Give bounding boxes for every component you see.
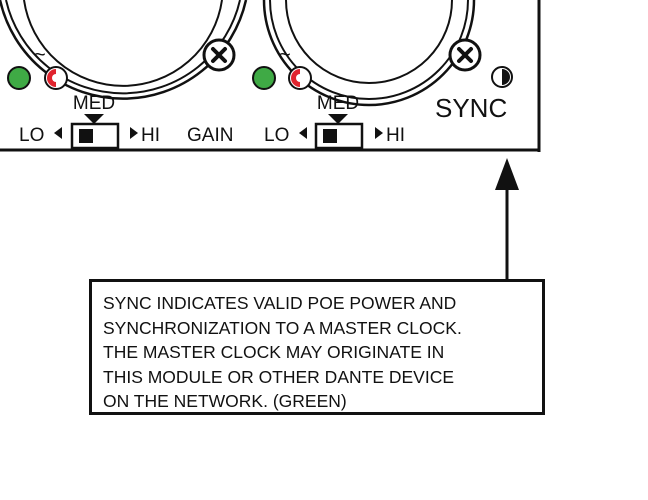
med-label-2: MED — [317, 93, 359, 114]
sync-callout-box: SYNC INDICATES VALID POE POWER AND SYNCH… — [89, 279, 545, 415]
callout-arrow-icon — [495, 158, 519, 279]
gain-switch-2-knob — [323, 129, 337, 143]
clip-led-2-icon — [288, 66, 312, 90]
connector-2 — [262, 0, 476, 107]
gain-switch-1-knob — [79, 129, 93, 143]
screw-1-icon — [202, 38, 236, 72]
lo-label-2: LO — [264, 125, 289, 146]
hi-arrow-1-icon — [130, 127, 138, 139]
screw-2-icon — [448, 38, 482, 72]
callout-line-5: ON THE NETWORK. (GREEN) — [103, 391, 347, 411]
med-label-1: MED — [73, 93, 115, 114]
gain-switch-1[interactable] — [70, 122, 120, 150]
hi-arrow-2-icon — [375, 127, 383, 139]
connector-2-inner-ring — [285, 0, 453, 84]
channel-1-controls: ~ MED LO HI — [7, 44, 160, 150]
lo-arrow-1-icon — [54, 127, 62, 139]
callout-line-2: SYNCHRONIZATION TO A MASTER CLOCK. — [103, 317, 462, 338]
med-marker-2-icon — [328, 114, 348, 124]
panel-outline — [0, 0, 541, 152]
med-marker-1-icon — [84, 114, 104, 124]
callout-line-4: THIS MODULE OR OTHER DANTE DEVICE — [103, 366, 455, 387]
signal-symbol-1: ~ — [34, 44, 46, 66]
connector-2-outer-ring — [262, 0, 476, 107]
gain-label: GAIN — [187, 125, 233, 146]
hi-label-2: HI — [386, 125, 405, 146]
clip-led-1-icon — [44, 66, 68, 90]
lo-arrow-2-icon — [299, 127, 307, 139]
lo-label-1: LO — [19, 125, 44, 146]
hi-label-1: HI — [141, 125, 160, 146]
gain-switch-2[interactable] — [314, 122, 364, 150]
sync-led-icon — [491, 66, 513, 88]
signal-led-1-icon — [7, 66, 31, 90]
callout-line-3: THE MASTER CLOCK MAY ORIGINATE IN — [103, 342, 445, 362]
signal-symbol-2: ~ — [279, 44, 291, 66]
signal-led-2-icon — [252, 66, 276, 90]
channel-2-controls: ~ MED LO HI — [252, 44, 405, 150]
sync-label: SYNC — [435, 93, 507, 123]
callout-line-1: SYNC INDICATES VALID POE POWER AND — [103, 293, 457, 313]
connector-1-inner-ring — [23, 0, 223, 87]
